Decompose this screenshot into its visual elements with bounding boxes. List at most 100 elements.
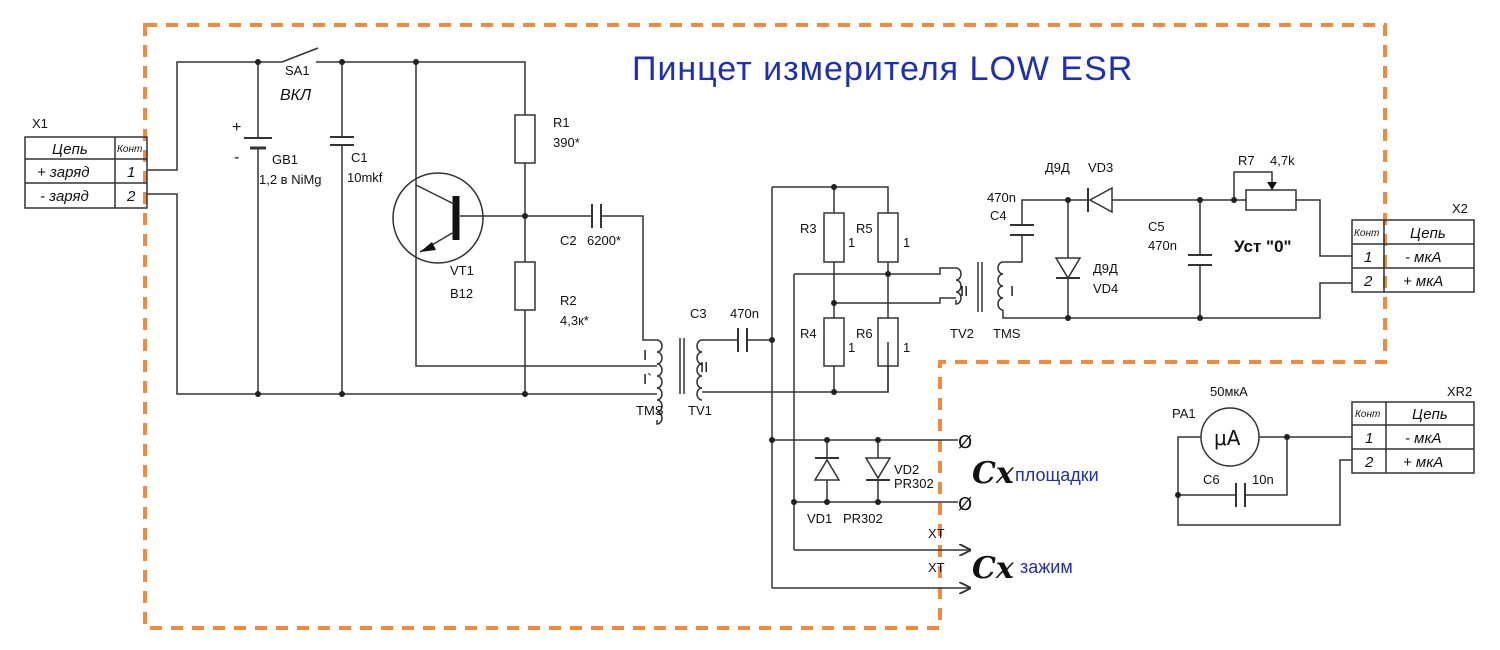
diode-vd2: VD2 PR302	[864, 457, 934, 491]
meter-pa1: 50мкА PA1 μA C6 10n	[1172, 384, 1352, 526]
resistor-r4: R4 1	[800, 317, 855, 367]
transformer-tv2: II I TV2 TMS	[950, 261, 1021, 341]
c4-value: 470n	[987, 190, 1016, 205]
gb1-ref: GB1	[272, 152, 298, 167]
xr2-row1-circuit: - мкА	[1405, 430, 1442, 447]
vd4-ref: VD4	[1093, 281, 1118, 296]
x2-row2-pin: 2	[1363, 273, 1373, 290]
tv2-core: TMS	[993, 326, 1021, 341]
xr2-header-circuit: Цепь	[1412, 406, 1448, 423]
tv1-winding-1: I	[643, 347, 647, 364]
resistor-r5: R5 1	[856, 212, 910, 263]
transistor-vt1: VT1 B12	[392, 172, 484, 301]
r1-ref: R1	[553, 115, 570, 130]
r6-value: 1	[903, 340, 910, 355]
xr2-row1-pin: 1	[1365, 430, 1373, 447]
vt1-ref: VT1	[450, 263, 474, 278]
resistor-r1: R1 390*	[514, 114, 580, 164]
pad-terminal-1: Ø	[958, 432, 972, 453]
connector-x1: X1 Цепь Конт + заряд 1 - заряд 2	[24, 116, 148, 209]
tv1-core: TMS	[636, 403, 664, 418]
r5-value: 1	[903, 235, 910, 250]
r2-value: 4,3к*	[560, 313, 589, 328]
switch-sa1: SA1 ВКЛ	[280, 47, 319, 104]
pads-label: площадки	[1015, 465, 1099, 485]
r4-ref: R4	[800, 326, 817, 341]
transformer-tv1: I I` II TMS TV1	[636, 338, 712, 425]
r5-ref: R5	[856, 221, 873, 236]
connector-x2: X2 Конт Цепь 1 - мкА 2 + мкА	[1351, 201, 1475, 293]
wires-left	[147, 61, 657, 395]
capacitor-c3: C3 470n	[690, 306, 759, 352]
vd2-ref: VD2	[894, 462, 919, 477]
r3-ref: R3	[800, 221, 817, 236]
xr2-row2-pin: 2	[1364, 454, 1374, 471]
tv2-ref: TV2	[950, 326, 974, 341]
x1-ref: X1	[32, 116, 48, 131]
c2-ref: C2	[560, 233, 577, 248]
tv1-winding-1b: I`	[643, 371, 652, 388]
c1-ref: C1	[351, 150, 368, 165]
r6-ref: R6	[856, 326, 873, 341]
clamp-label: зажим	[1020, 557, 1073, 577]
pa1-symbol: μA	[1214, 426, 1241, 450]
x1-header-contact: Конт	[117, 144, 142, 155]
c1-value: 10mkf	[347, 170, 383, 185]
x1-row2-pin: 2	[126, 188, 136, 205]
tv2-winding-1: I	[1010, 283, 1014, 300]
x2-row1-pin: 1	[1364, 249, 1372, 266]
diode-vd1: VD1 PR302	[807, 457, 883, 526]
resistor-r2: R2 4,3к*	[514, 261, 589, 328]
gb1-value: 1,2 в NiMg	[259, 172, 322, 187]
vd1-ref: VD1	[807, 511, 832, 526]
gb1-minus: -	[234, 149, 239, 166]
c6-value: 10n	[1252, 472, 1274, 487]
r3-value: 1	[848, 235, 855, 250]
battery-gb1: + - GB1 1,2 в NiMg	[232, 119, 322, 187]
clamp-output: XT XT Cx зажим	[928, 526, 1073, 586]
vd4-type: Д9Д	[1093, 261, 1118, 276]
vd1-type: PR302	[843, 511, 883, 526]
xr2-header-contact: Конт	[1355, 409, 1380, 420]
vd3-type: Д9Д	[1045, 160, 1070, 175]
wires-right	[1002, 171, 1352, 319]
r4-value: 1	[848, 340, 855, 355]
gb1-plus: +	[232, 119, 241, 136]
capacitor-c5: C5 470n	[1148, 219, 1212, 266]
pa1-range: 50мкА	[1210, 384, 1248, 399]
c4-ref: C4	[990, 208, 1007, 223]
connector-xr2: XR2 Конт Цепь 1 - мкА 2 + мкА	[1351, 384, 1475, 474]
c6-ref: C6	[1203, 472, 1220, 487]
pad-terminal-2: Ø	[958, 494, 972, 515]
clamp-xt-1: XT	[928, 526, 945, 541]
pa1-ref: PA1	[1172, 406, 1196, 421]
x2-row1-circuit: - мкА	[1405, 249, 1442, 266]
vt1-type: B12	[450, 286, 473, 301]
resistor-r6: R6 1	[856, 317, 910, 367]
x2-header-contact: Конт	[1354, 228, 1379, 239]
x1-row2-circuit: - заряд	[40, 188, 89, 205]
vd3-ref: VD3	[1088, 160, 1113, 175]
capacitor-c2: C2 6200*	[560, 204, 621, 248]
diode-vd4: Д9Д VD4	[1054, 257, 1118, 296]
x1-row1-pin: 1	[127, 164, 135, 181]
r7-ref: R7	[1238, 153, 1255, 168]
enclosure-frame	[143, 23, 1387, 630]
resistor-r3: R3 1	[800, 212, 855, 263]
r2-ref: R2	[560, 293, 577, 308]
c3-ref: C3	[690, 306, 707, 321]
diode-vd3: Д9Д VD3	[1045, 160, 1113, 214]
tv1-winding-2: II	[700, 359, 708, 376]
r7-value: 4,7k	[1270, 153, 1295, 168]
c3-value: 470n	[730, 306, 759, 321]
clamp-cx-symbol: Cx	[972, 551, 1015, 586]
pads-output: Ø Ø Cx площадки	[958, 432, 1099, 515]
clamp-xt-2: XT	[928, 560, 945, 575]
capacitor-c4: 470n C4	[987, 190, 1034, 236]
xr2-row2-circuit: + мкА	[1403, 454, 1443, 471]
sa1-ref: SA1	[285, 63, 310, 78]
tv2-winding-2: II	[960, 283, 968, 300]
junctions	[255, 59, 1290, 505]
c5-ref: C5	[1148, 219, 1165, 234]
